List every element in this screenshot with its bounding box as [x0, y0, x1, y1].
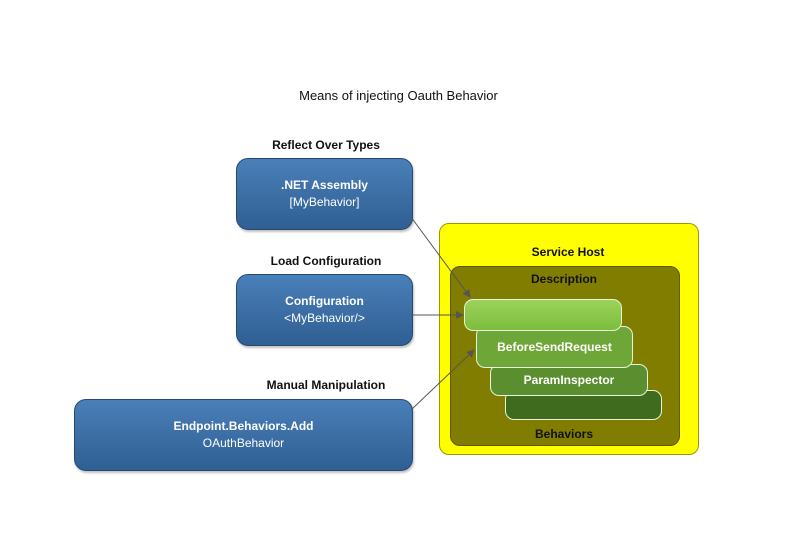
config-label: Load Configuration [270, 254, 382, 268]
injected-behavior-layer [464, 299, 622, 331]
arrow-from-endpoint [410, 349, 475, 411]
endpoint-box: Endpoint.Behaviors.Add OAuthBehavior [74, 399, 413, 471]
configuration-element: <MyBehavior/> [284, 311, 365, 325]
endpoint-behavior: OAuthBehavior [202, 436, 285, 450]
configuration-box: Configuration <MyBehavior/> [236, 274, 413, 346]
assembly-attribute: [MyBehavior] [289, 195, 360, 209]
arrow-from-assembly [410, 216, 471, 298]
service-host-title: Service Host [531, 245, 605, 259]
assembly-title: .NET Assembly [281, 178, 368, 192]
assembly-box: .NET Assembly [MyBehavior] [236, 158, 413, 230]
manual-label: Manual Manipulation [266, 378, 386, 392]
param-inspector-layer: ParamInspector [490, 364, 648, 396]
description-title: Description [530, 272, 597, 286]
behaviors-label: Behaviors [534, 427, 594, 441]
diagram-title: Means of injecting Oauth Behavior [299, 88, 498, 103]
endpoint-title: Endpoint.Behaviors.Add [173, 419, 314, 433]
reflect-label: Reflect Over Types [272, 138, 380, 152]
before-send-request-layer: BeforeSendRequest [476, 326, 633, 368]
configuration-title: Configuration [285, 294, 364, 308]
